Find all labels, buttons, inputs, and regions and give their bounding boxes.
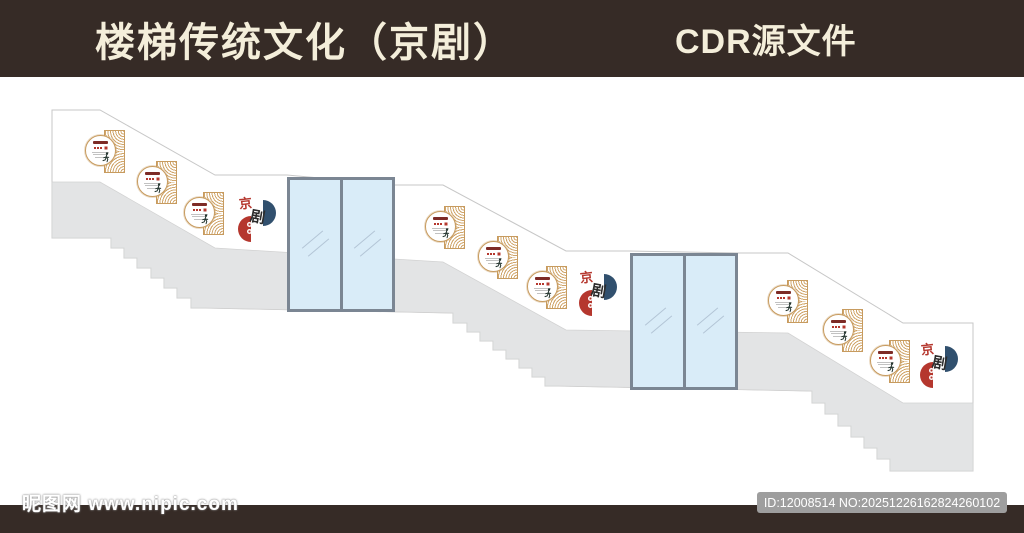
image-id-text: ID:12008514 NO:20251226162824260102 [763, 495, 1001, 510]
plaque-circle [137, 166, 168, 197]
plaque-title-marks [486, 252, 501, 256]
opera-figure-icon [785, 302, 793, 313]
blue-fan-shape [945, 346, 958, 372]
image-id-badge: ID:12008514 NO:20251226162824260102 [757, 492, 1007, 513]
plaque-seal [546, 282, 550, 286]
opera-figure-icon [544, 288, 552, 299]
plaque-title-banner [776, 291, 791, 294]
plaque-seal [497, 252, 501, 256]
plaque-title-marks [878, 356, 893, 360]
plaque-title-banner [192, 203, 207, 206]
glass-door [287, 177, 395, 312]
plaque-circle [870, 345, 901, 376]
fan-seal-icon [588, 303, 593, 308]
plaque-title-marks [192, 208, 207, 212]
plaque-circle [478, 241, 509, 272]
ju-character: 剧 [589, 281, 608, 302]
opera-plaque [478, 236, 518, 279]
door-pane [633, 256, 683, 387]
plaque-title-banner [145, 172, 160, 175]
plaque-seal [203, 208, 207, 212]
opera-plaque [870, 340, 910, 383]
fan-seal-icon [247, 229, 252, 234]
plaque-title-marks [145, 177, 160, 181]
stair-shape [51, 181, 974, 472]
plaque-title-marks [831, 325, 846, 329]
plaque-title-marks [535, 282, 550, 286]
plaque-title-banner [433, 217, 448, 220]
opera-figure-icon [495, 258, 503, 269]
fan-seal-icon [247, 222, 252, 227]
opera-plaque [527, 266, 567, 309]
plaque-text-lines [92, 151, 109, 158]
opera-figure-icon [887, 362, 895, 373]
plaque-seal [156, 177, 160, 181]
plaque-seal [444, 222, 448, 226]
page-title: 楼梯传统文化（京剧） [95, 20, 515, 65]
jingju-fan-logo: 京 剧 [579, 269, 617, 317]
opera-figure-icon [201, 214, 209, 225]
opera-figure-icon [102, 152, 110, 163]
plaque-title-banner [535, 277, 550, 280]
door-pane [342, 180, 392, 309]
plaque-circle [85, 135, 116, 166]
plaque-text-lines [432, 227, 449, 234]
plaque-text-lines [830, 330, 847, 337]
plaque-circle [184, 197, 215, 228]
plaque-text-lines [877, 361, 894, 368]
header-bar: 楼梯传统文化（京剧） CDR源文件 [0, 0, 1024, 77]
plaque-title-banner [878, 351, 893, 354]
plaque-circle [425, 211, 456, 242]
opera-plaque [137, 161, 177, 204]
opera-figure-icon [154, 183, 162, 194]
glass-reflection [703, 315, 725, 334]
plaque-seal [104, 146, 108, 150]
blue-fan-shape [263, 200, 276, 226]
fan-seal-icon [588, 296, 593, 301]
plaque-circle [527, 271, 558, 302]
plaque-seal [842, 325, 846, 329]
opera-plaque [184, 192, 224, 235]
plaque-circle [768, 285, 799, 316]
blue-fan-shape [604, 274, 617, 300]
plaque-title-banner [486, 247, 501, 250]
opera-plaque [768, 280, 808, 323]
fan-seal-icon [929, 375, 934, 380]
file-format-label: CDR源文件 [675, 23, 857, 61]
opera-plaque [85, 130, 125, 173]
plaque-text-lines [144, 182, 161, 189]
fan-seal-icon [929, 368, 934, 373]
plaque-text-lines [534, 287, 551, 294]
door-pane [685, 256, 735, 387]
plaque-title-marks [93, 146, 108, 150]
jingju-fan-logo: 京 剧 [920, 341, 958, 389]
plaque-title-banner [831, 320, 846, 323]
plaque-text-lines [485, 257, 502, 264]
door-pane [290, 180, 340, 309]
plaque-text-lines [775, 301, 792, 308]
plaque-title-banner [93, 141, 108, 144]
plaque-text-lines [191, 213, 208, 220]
jingju-fan-logo: 京 剧 [238, 195, 276, 243]
opera-figure-icon [442, 228, 450, 239]
site-watermark: 昵图网 www.nipic.com [22, 494, 239, 515]
glass-reflection [360, 238, 382, 257]
plaque-title-marks [776, 296, 791, 300]
opera-plaque [823, 309, 863, 352]
plaque-circle [823, 314, 854, 345]
glass-door [630, 253, 738, 390]
ju-character: 剧 [248, 207, 267, 228]
opera-plaque [425, 206, 465, 249]
opera-figure-icon [840, 331, 848, 342]
ju-character: 剧 [930, 353, 949, 374]
plaque-seal [889, 356, 893, 360]
plaque-title-marks [433, 222, 448, 226]
plaque-seal [787, 296, 791, 300]
